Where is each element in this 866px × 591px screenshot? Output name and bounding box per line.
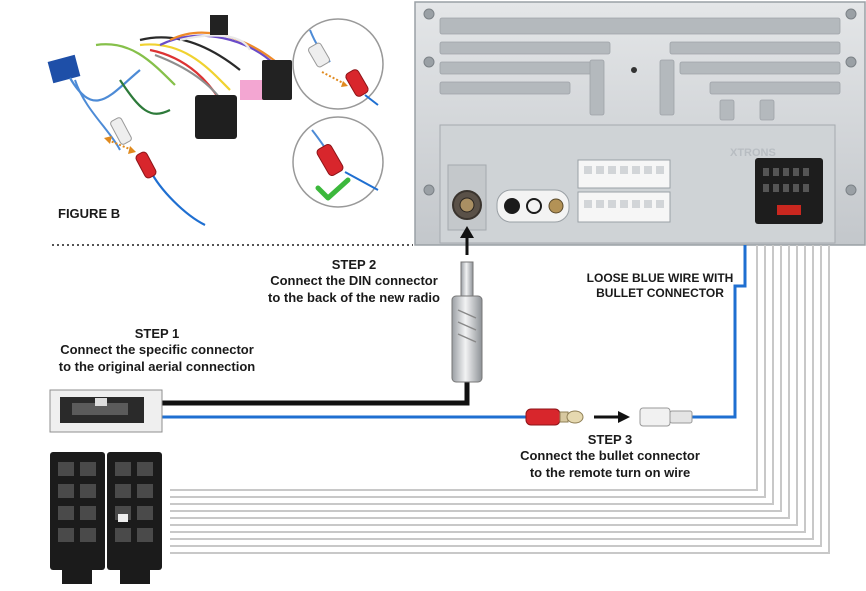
radio-back-panel: XTRONS — [414, 1, 866, 246]
step1-label: STEP 1 Connect the specific connector to… — [52, 326, 262, 375]
step1-line2: to the original aerial connection — [58, 358, 256, 374]
zoom-detail-joined — [292, 116, 384, 208]
harness-wires — [170, 245, 830, 554]
step1-line1: Connect the specific connector — [60, 342, 254, 358]
din-plug — [451, 261, 483, 383]
step3-title: STEP 3 — [587, 432, 633, 447]
loose-wire-line2: BULLET CONNECTOR — [596, 286, 724, 300]
figure-label: FIGURE B — [58, 206, 121, 221]
step2-line1: Connect the DIN connector — [270, 273, 438, 289]
loose-wire-label: LOOSE BLUE WIRE WITH BULLET CONNECTOR — [574, 271, 746, 301]
check-icon — [315, 177, 351, 201]
step2-line2: to the back of the new radio — [268, 289, 440, 305]
loose-blue-wire — [690, 245, 747, 419]
harness-illustration — [47, 15, 292, 226]
step2-arrow — [460, 226, 474, 255]
loose-wire-line1: LOOSE BLUE WIRE WITH — [586, 271, 734, 285]
aerial-adapter — [49, 389, 163, 433]
step3-label: STEP 3 Connect the bullet connector to t… — [510, 432, 710, 481]
aerial-cable — [162, 382, 470, 406]
step3-line2: to the remote turn on wire — [529, 464, 691, 480]
white-bullet-connector — [639, 407, 693, 427]
step2-label: STEP 2 Connect the DIN connector to the … — [256, 257, 452, 306]
iso-connector — [50, 452, 162, 584]
red-bullet-connector — [525, 408, 584, 426]
brand-logo: XTRONS — [730, 147, 776, 159]
step3-line1: Connect the bullet connector — [520, 448, 700, 464]
step1-title: STEP 1 — [134, 326, 180, 341]
step2-title: STEP 2 — [331, 257, 377, 272]
zoom-detail-separate — [292, 18, 384, 110]
step3-arrow — [594, 411, 630, 423]
